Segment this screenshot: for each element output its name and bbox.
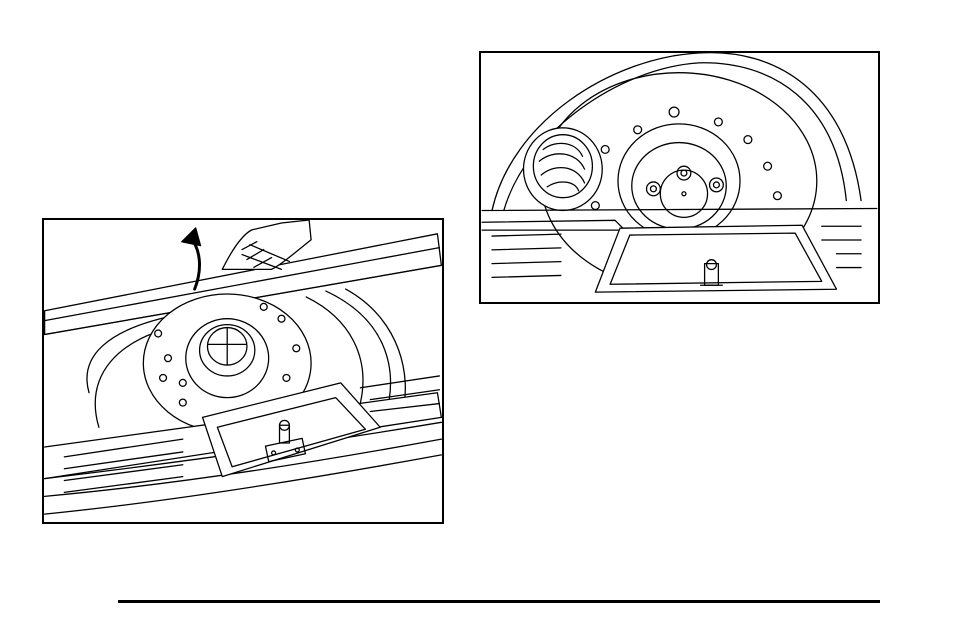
illustration-trunk-floor-lift bbox=[42, 218, 444, 524]
lift-arrow-icon bbox=[182, 228, 201, 289]
retainer-well bbox=[595, 225, 836, 292]
retainer-knob-icon bbox=[524, 128, 603, 211]
page-footer-rule bbox=[118, 600, 880, 603]
illustration-spare-tire-retainer bbox=[479, 51, 880, 304]
